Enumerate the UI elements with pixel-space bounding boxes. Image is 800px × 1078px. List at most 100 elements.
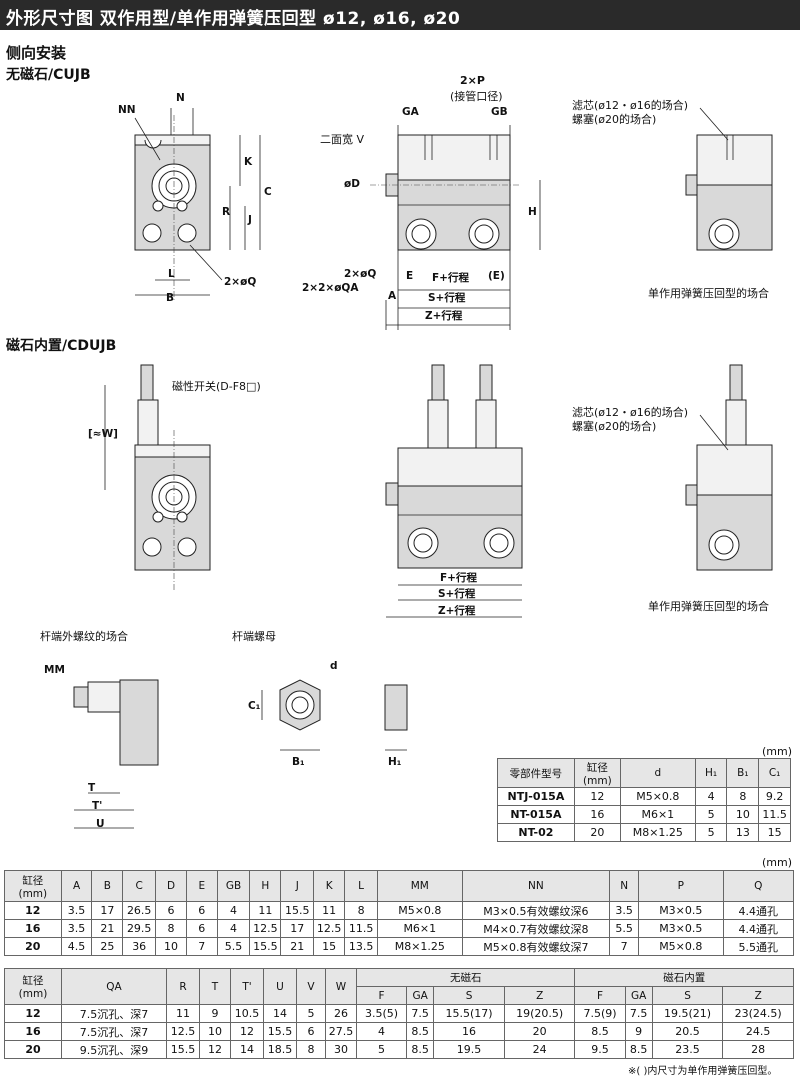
second-dimension-table: 缸径 (mm) QA R T T' U V W 无磁石 磁石内置 F GA S …: [4, 968, 794, 1059]
th-h: H: [249, 870, 282, 902]
table-cell: 12: [230, 1022, 264, 1041]
table-cell: 11: [249, 901, 282, 920]
dim-n: N: [176, 92, 185, 104]
table-cell: M3×0.5: [638, 919, 724, 938]
table-cell: 4: [355, 1022, 408, 1041]
dim-qa: 2×2×øQA: [302, 282, 359, 294]
dim-b1: B₁: [292, 756, 305, 768]
dim-t: T: [88, 782, 96, 794]
table-cell: 15.5: [280, 901, 315, 920]
table-cell: 13: [726, 823, 760, 842]
table-cell: 15.5: [249, 937, 282, 956]
th-j: J: [280, 870, 315, 902]
table-cell: 13.5: [344, 937, 379, 956]
side-view-single-acting-cdujb: [685, 364, 773, 571]
dim-gb: GB: [491, 106, 508, 118]
table-cell: 4.4通孔: [722, 901, 795, 920]
table-cell: 19.5: [433, 1040, 505, 1059]
label-single-acting: 单作用弹簧压回型的场合: [648, 287, 769, 300]
table-cell: 10: [199, 1022, 231, 1041]
table-cell: M6×1: [377, 919, 463, 938]
dim-e: E: [406, 270, 414, 282]
th-e: E: [185, 870, 218, 902]
label-wrench-flat: 二面宽 V: [320, 133, 365, 146]
table-header-row: 缸径 (mm) A B C D E GB H J K L MM NN N P Q: [4, 870, 795, 902]
th-tp: T': [230, 968, 264, 1005]
th-t: T: [199, 968, 231, 1005]
dim-qq: 2×øQ: [344, 268, 377, 280]
table-cell: 8: [155, 919, 187, 938]
table-cell: 25: [91, 937, 124, 956]
table-cell: M8×1.25: [619, 823, 696, 842]
table-cell: 9.5沉孔、深9: [61, 1040, 167, 1059]
table-row: 16 3.5 21 29.5 8 6 4 12.5 17 12.5 11.5 M…: [4, 919, 795, 938]
table-cell: 26: [325, 1004, 357, 1023]
front-view-cujb: [134, 108, 261, 300]
table-cell: 10.5: [230, 1004, 264, 1023]
th-r: R: [166, 968, 200, 1005]
table-cell: 12: [199, 1040, 231, 1059]
label-rod-nut: 杆端螺母: [232, 630, 276, 643]
dim-z-b: Z+行程: [438, 605, 476, 617]
table-cell: 7.5(9): [574, 1004, 626, 1023]
table-cell: 9.5: [574, 1040, 626, 1059]
table-cell: M5×0.8有效螺纹深7: [461, 937, 611, 956]
nut-table: 零部件型号 缸径 (mm) d H₁ B₁ C₁ NTJ-015A 12 M5×…: [497, 758, 791, 842]
dim-h1: H₁: [388, 756, 402, 768]
side-view-cdujb: [385, 364, 523, 618]
table-cell: 17: [280, 919, 315, 938]
table-cell: 24: [503, 1040, 576, 1059]
th-d: d: [619, 758, 696, 788]
table-cell: 8: [296, 1040, 326, 1059]
table-cell: 7: [185, 937, 218, 956]
dim-b: B: [166, 292, 175, 304]
table-cell: 15.5: [263, 1022, 297, 1041]
dim-c1: C₁: [248, 700, 261, 712]
table-cell: 12: [573, 787, 621, 806]
table-row: 12 7.5沉孔、深7 11 9 10.5 14 5 26 3.5(5) 7.5…: [4, 1004, 794, 1023]
table-cell: 15: [313, 937, 346, 956]
table-cell: 8.5: [624, 1040, 653, 1059]
th-l: L: [344, 870, 379, 902]
side-view-cujb: [370, 125, 541, 330]
table-cell: 8.5: [406, 1022, 435, 1041]
table-cell: 5.5: [216, 937, 251, 956]
table-cell: 5: [694, 805, 728, 824]
table-cell: 24.5: [722, 1022, 794, 1041]
th-ga-m: GA: [624, 986, 653, 1005]
th-b1: B₁: [726, 758, 760, 788]
table-header-row: 缸径 (mm) QA R T T' U V W 无磁石 磁石内置: [4, 968, 794, 1005]
table-cell: 28: [722, 1040, 794, 1059]
table-row: 16 7.5沉孔、深7 12.5 10 12 15.5 6 27.5 4 8.5…: [4, 1022, 794, 1041]
table-cell: 6: [185, 919, 218, 938]
table-cell: M6×1: [619, 805, 696, 824]
dim-q: 2×øQ: [224, 276, 257, 288]
th-d: D: [155, 870, 187, 902]
table-cell: 7.5沉孔、深7: [61, 1022, 167, 1041]
table-cell: 20: [573, 823, 621, 842]
table-cell: 5: [355, 1040, 408, 1059]
label-port: 2×P: [460, 74, 485, 87]
table-cell: 6: [296, 1022, 326, 1041]
table-cell: 23.5: [651, 1040, 724, 1059]
dim-w: [≈W]: [88, 428, 118, 440]
table-cell: 12: [4, 901, 62, 920]
th-bore: 缸径 (mm): [573, 758, 621, 788]
table-cell: M4×0.7有效螺纹深8: [461, 919, 611, 938]
label-filter: 滤芯(ø12・ø16的场合): [572, 99, 689, 112]
table-cell: 9: [624, 1022, 653, 1041]
table-cell: M5×0.8: [619, 787, 696, 806]
th-part-no: 零部件型号: [497, 758, 575, 788]
th-ga: GA: [406, 986, 435, 1005]
table-row: 20 4.5 25 36 10 7 5.5 15.5 21 15 13.5 M8…: [4, 937, 795, 956]
th-n: N: [609, 870, 640, 902]
rod-nut-view: [261, 679, 408, 751]
page-title: 外形尺寸图 双作用型/单作用弹簧压回型 ø12, ø16, ø20: [6, 9, 461, 29]
label-rod-male-thread: 杆端外螺纹的场合: [40, 630, 128, 643]
table-cell: 12.5: [166, 1022, 200, 1041]
table-cell: 8: [726, 787, 760, 806]
table-cell: 16: [4, 919, 62, 938]
side-view-single-acting: [685, 107, 773, 251]
table-cell: M5×0.8: [638, 937, 724, 956]
th-c: C: [122, 870, 157, 902]
